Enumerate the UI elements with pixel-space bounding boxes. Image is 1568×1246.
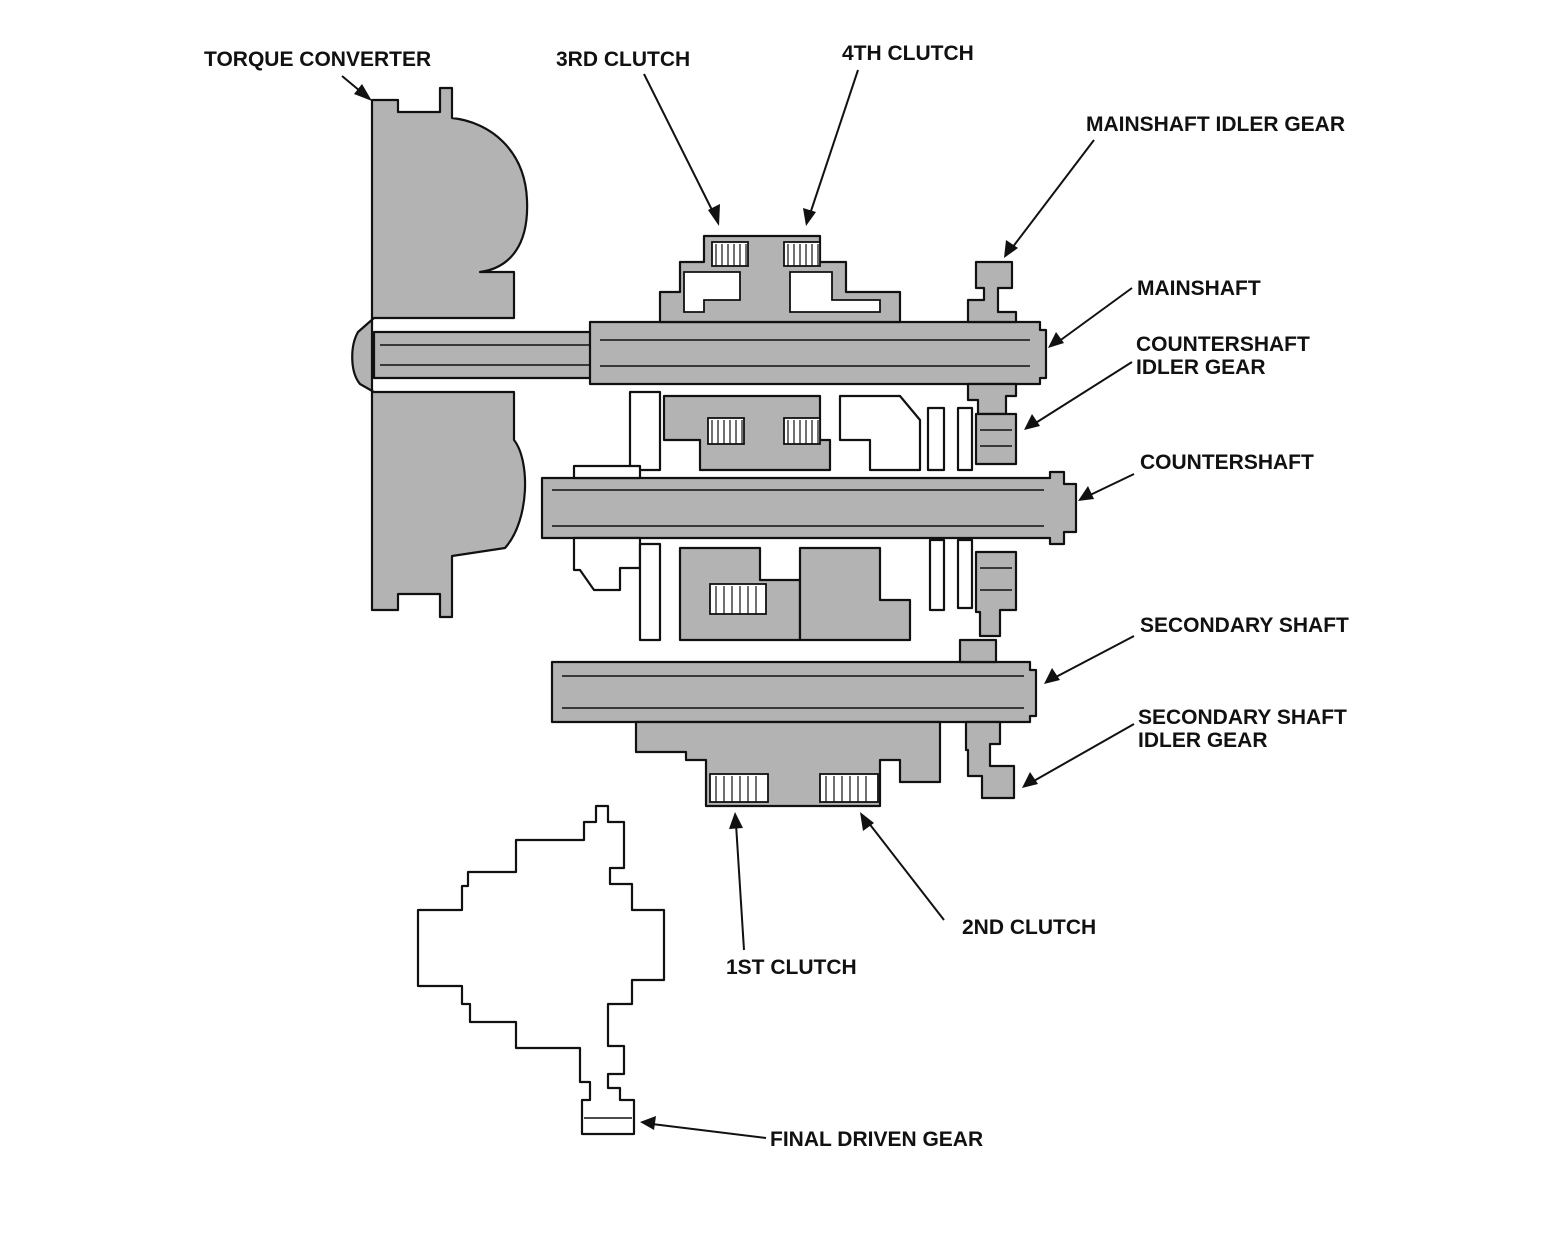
label-torque-converter: TORQUE CONVERTER bbox=[204, 48, 431, 71]
label-countershaft-idler-gear-line2: IDLER GEAR bbox=[1136, 356, 1266, 379]
label-mainshaft-idler-gear: MAINSHAFT IDLER GEAR bbox=[1086, 113, 1345, 136]
secondary-shaft-idler-gear-part bbox=[964, 720, 1016, 800]
label-secondary-shaft: SECONDARY SHAFT bbox=[1140, 614, 1349, 637]
countershaft-part bbox=[540, 470, 1078, 546]
label-final-driven-gear: FINAL DRIVEN GEAR bbox=[770, 1128, 983, 1151]
leader-arrows bbox=[341, 69, 1135, 1139]
label-second-clutch: 2ND CLUTCH bbox=[962, 916, 1096, 939]
countershaft-upper-gears bbox=[572, 390, 1018, 480]
label-first-clutch: 1ST CLUTCH bbox=[726, 956, 857, 979]
first-second-clutch-part bbox=[634, 720, 942, 808]
label-fourth-clutch: 4TH CLUTCH bbox=[842, 42, 974, 65]
label-secondary-shaft-idler-gear-line1: SECONDARY SHAFT bbox=[1138, 706, 1347, 729]
torque-converter-part bbox=[351, 86, 602, 619]
differential-part bbox=[416, 804, 666, 1136]
mainshaft-part bbox=[588, 320, 1048, 386]
label-secondary-shaft-idler-gear-line2: IDLER GEAR bbox=[1138, 729, 1268, 752]
labels: TORQUE CONVERTER 3RD CLUTCH 4TH CLUTCH M… bbox=[204, 42, 1349, 1151]
label-countershaft-idler-gear-line1: COUNTERSHAFT bbox=[1136, 333, 1310, 356]
label-third-clutch: 3RD CLUTCH bbox=[556, 48, 690, 71]
secondary-shaft-part bbox=[550, 638, 1038, 724]
third-fourth-clutch-part bbox=[658, 234, 902, 324]
countershaft-lower-gears bbox=[572, 536, 1018, 642]
mainshaft-idler-gear-part bbox=[966, 260, 1018, 416]
label-countershaft: COUNTERSHAFT bbox=[1140, 451, 1314, 474]
label-mainshaft: MAINSHAFT bbox=[1137, 277, 1261, 300]
